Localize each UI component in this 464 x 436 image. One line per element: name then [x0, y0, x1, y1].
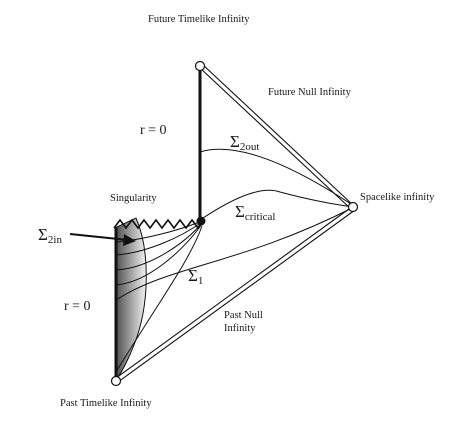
sigma-1-curve: [115, 206, 355, 301]
sigma-1-label: Σ1: [188, 266, 203, 287]
sigma-2out-curve: [199, 148, 355, 207]
singularity-label: Singularity: [110, 193, 157, 204]
sigma-2in-label: Σ2in: [38, 225, 62, 246]
past-null-infinity-boundary: [115, 205, 356, 383]
sigma-2out-label: Σ2out: [230, 132, 259, 153]
past-timelike-infinity-point: [110, 375, 122, 387]
sigma-2in-curve-2: [115, 221, 203, 256]
sigma-critical-label: Σcritical: [235, 202, 275, 223]
future-null-infinity-label: Future Null Infinity: [268, 87, 352, 98]
r0-top-label: r = 0: [140, 123, 167, 138]
spacelike-infinity-point: [347, 201, 359, 213]
past-null-infinity-label-line1: Past Null: [224, 310, 263, 321]
sigma-critical-curve: [199, 189, 355, 221]
sigma-2in-curve-4: [115, 223, 203, 286]
sigma-2in-curve-3: [115, 222, 203, 271]
future-null-infinity-boundary: [199, 63, 355, 210]
past-timelike-infinity-label: Past Timelike Infinity: [60, 398, 152, 409]
sigma-2in-arrow-shaft: [69, 233, 129, 241]
future-timelike-infinity-point: [194, 60, 206, 72]
future-timelike-infinity-label: Future Timelike Infinity: [148, 14, 250, 25]
sigma-2in-arrow-head: [123, 234, 136, 246]
singularity-zigzag: [113, 218, 203, 230]
collapsing-matter-region: [114, 217, 147, 382]
r0-bottom-label: r = 0: [64, 299, 91, 314]
spacelike-infinity-label: Spacelike infinity: [360, 192, 435, 203]
sigma-lower-curve: [115, 225, 203, 373]
past-null-infinity-label-line2: Infinity: [224, 323, 256, 334]
hypersurface-curves: [115, 148, 355, 373]
horizon-junction-point: [196, 216, 206, 226]
